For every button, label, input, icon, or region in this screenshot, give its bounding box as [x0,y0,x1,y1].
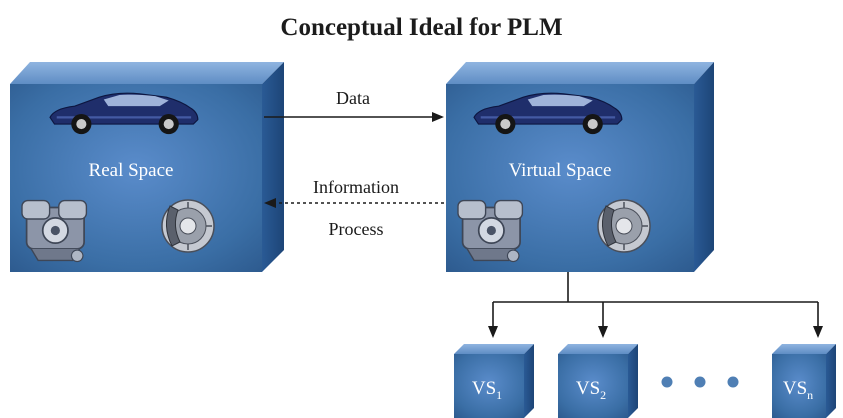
virtual-space-box: Virtual Space [446,62,714,272]
vs1-label: VS [472,378,496,399]
sub-space-vsn: VSn [772,344,836,418]
information-process-arrow: Information Process [264,177,444,239]
data-arrow-label: Data [336,88,370,108]
vs2-subscript: 2 [600,388,606,402]
ellipsis-dot [727,376,739,388]
ellipsis-dots [661,376,739,388]
vs1-subscript: 1 [496,388,502,402]
sub-space-vs2: VS2 [558,344,638,418]
sub-space-connectors [488,272,823,338]
ellipsis-dot [694,376,706,388]
brake-disc-icon [597,199,651,253]
brake-disc-icon [161,199,215,253]
real-space-box: Real Space [10,62,284,272]
vsn-subscript: n [807,388,813,402]
information-label: Information [313,177,399,197]
vsn-label: VS [783,378,807,399]
sub-space-vs1: VS1 [454,344,534,418]
real-space-label: Real Space [89,160,174,181]
ellipsis-dot [661,376,673,388]
vs2-label: VS [576,378,600,399]
data-arrow: Data [264,88,444,122]
diagram-title: Conceptual Ideal for PLM [280,14,563,41]
svg-text:VS2: VS2 [576,378,606,402]
svg-text:VS1: VS1 [472,378,502,402]
svg-text:VSn: VSn [783,378,813,402]
virtual-space-label: Virtual Space [509,160,612,181]
process-label: Process [329,219,384,239]
